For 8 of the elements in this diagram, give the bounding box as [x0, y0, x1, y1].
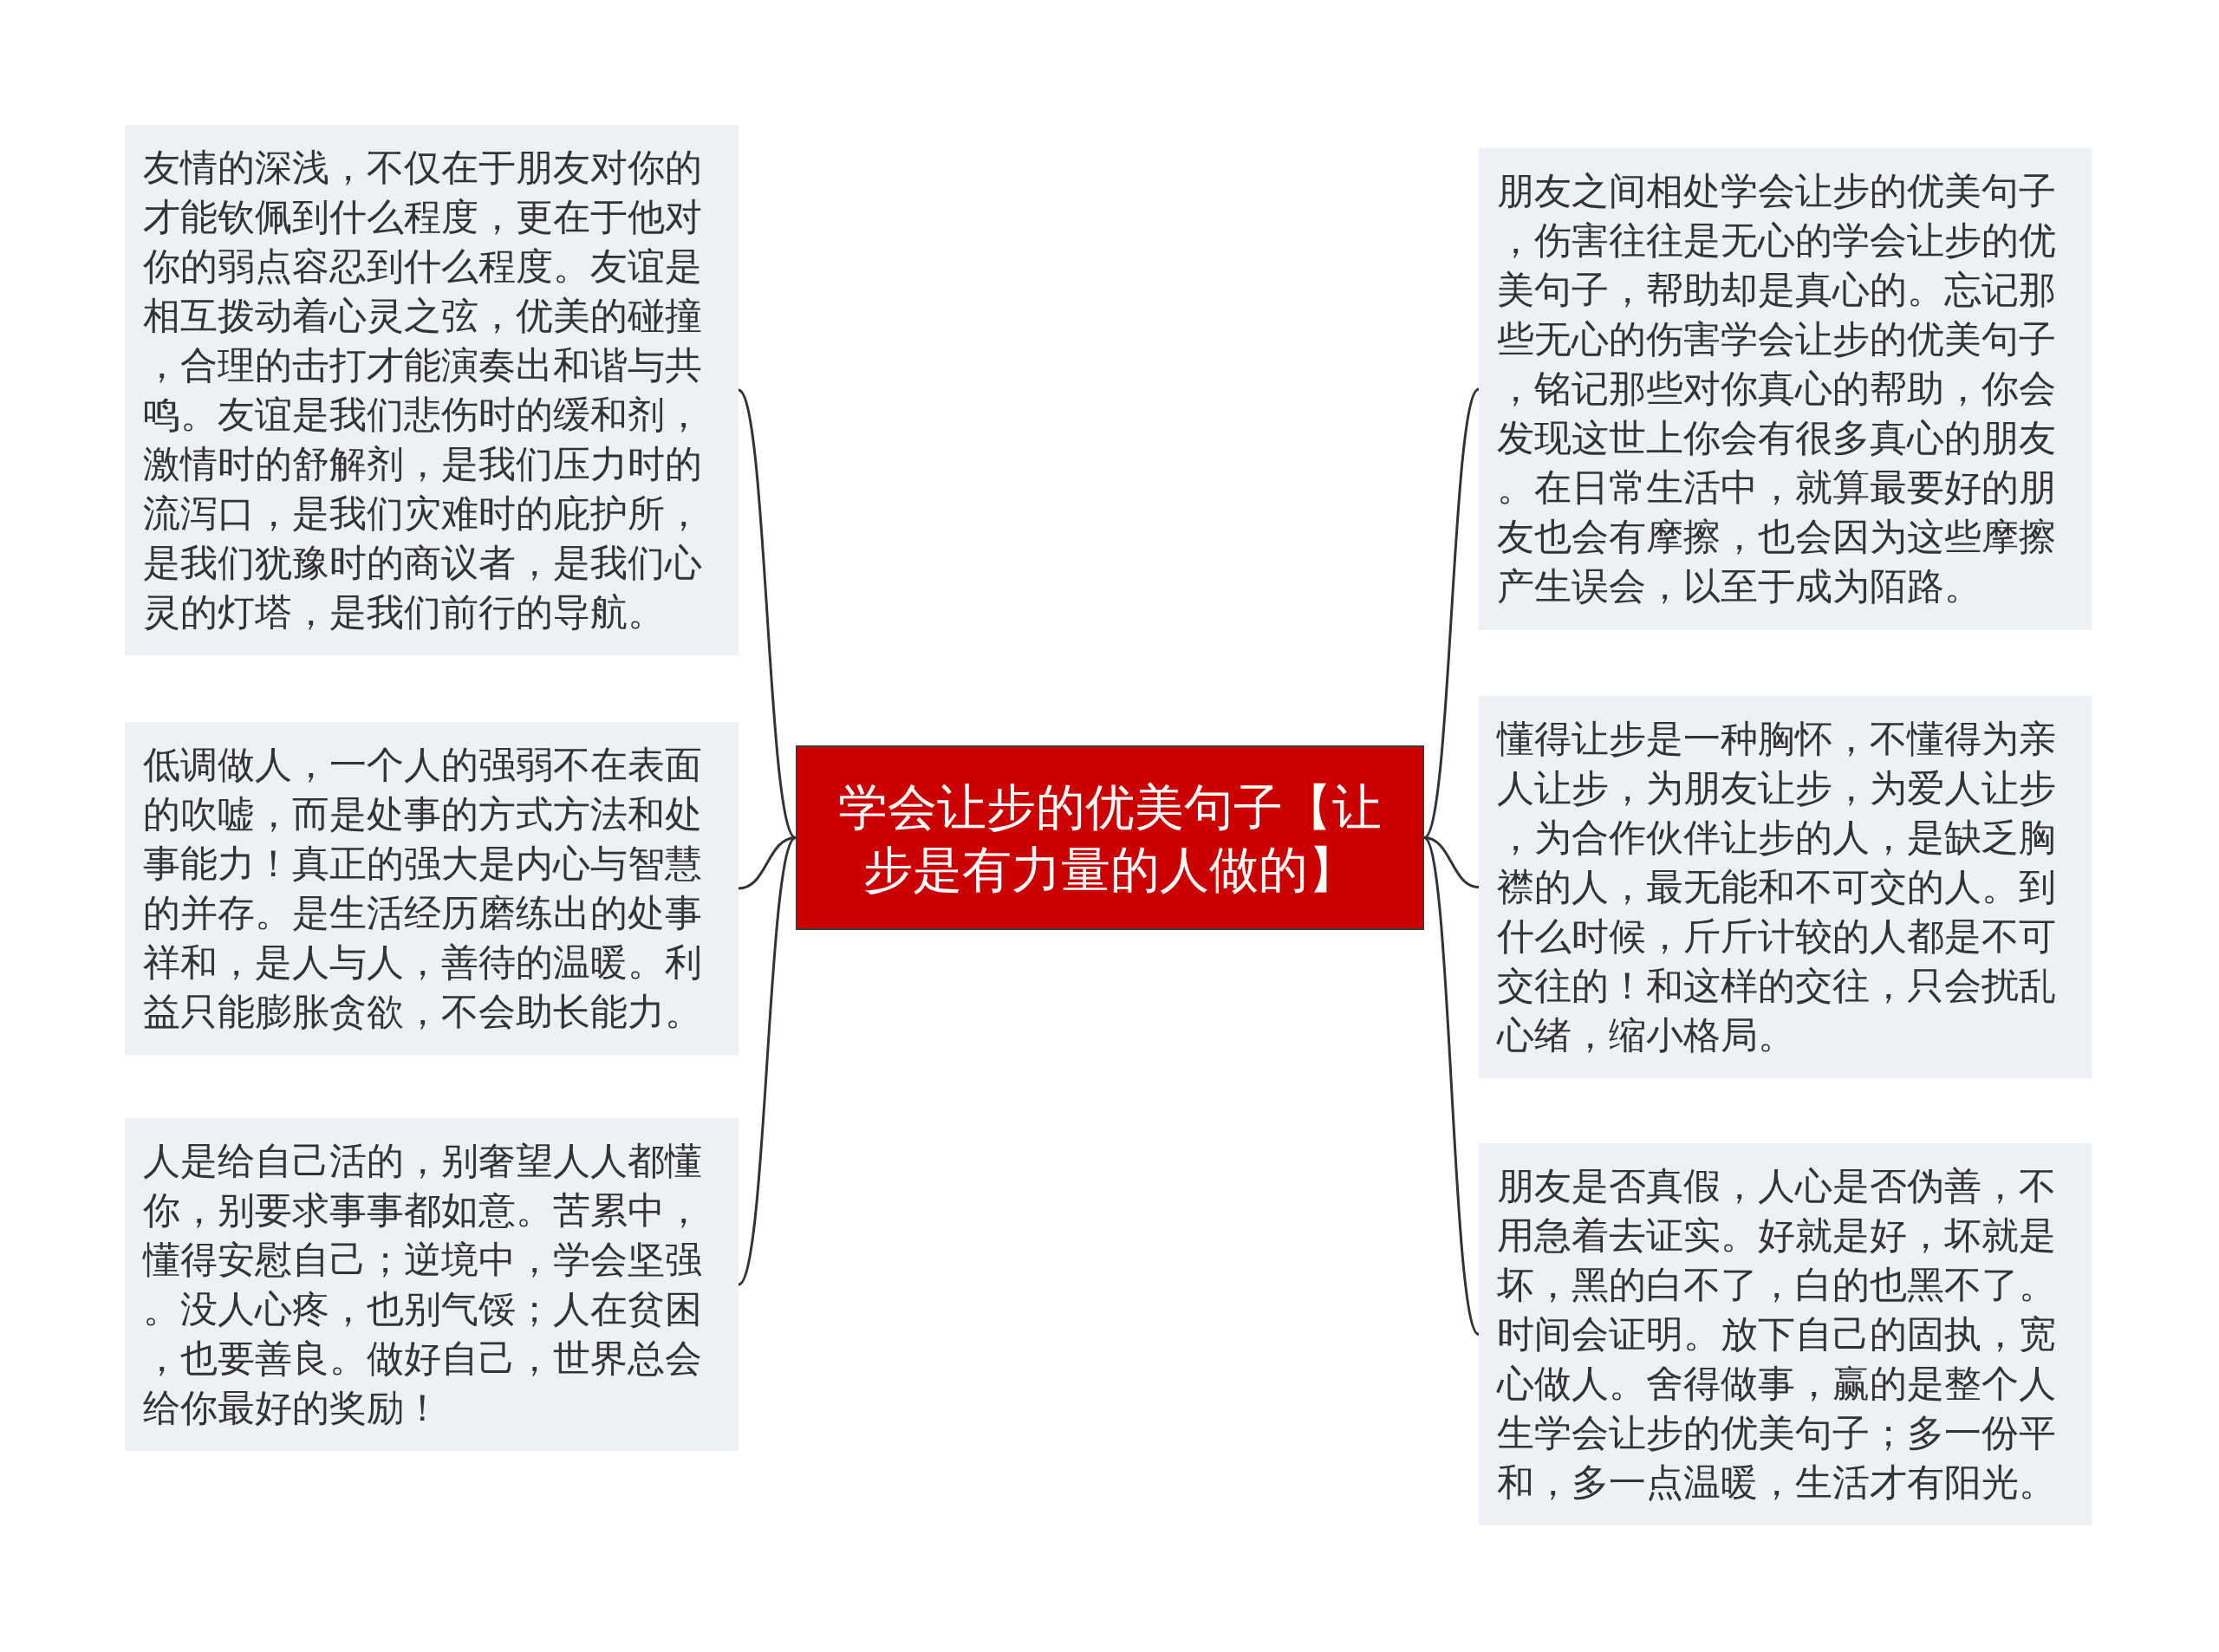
central-topic-box: 学会让步的优美句子【让步是有力量的人做的】 — [796, 745, 1424, 930]
text-box: 人是给自己活的，别奢望人人都懂你，别要求事事都如意。苦累中，懂得安慰自己；逆境中，学会坚强。没人心疼，也别气馁；人在贫困，也要善良。做好自己，世界总会给你最好的奖励！ — [125, 1118, 739, 1451]
connector-line — [738, 836, 797, 890]
text-box: 友情的深浅，不仅在于朋友对你的才能钦佩到什么程度，更在于他对你的弱点容忍到什么程度。友谊是相互拨动着心灵之弦，优美的碰撞，合理的击打才能演奏出和谐与共鸣。友谊是我们悲伤时的缓和剂，激情时的舒解剂，是我们压力时的流泻口，是我们灾难时的庇护所，是我们犹豫时的商议者，是我们心灵的灯塔，是我们前行的导航。 — [125, 125, 739, 655]
text-box: 低调做人，一个人的强弱不在表面的吹嘘，而是处事的方式方法和处事能力！真正的强大是内心与智慧的并存。是生活经历磨练出的处事祥和，是人与人，善待的温暖。利益只能膨胀贪欲，不会助长能力。 — [125, 722, 739, 1055]
text-box: 朋友是否真假，人心是否伪善，不用急着去证实。好就是好，坏就是坏，黑的白不了，白的也黑不了。时间会证明。放下自己的固执，宽心做人。舍得做事，赢的是整个人生学会让步的优美句子；多一份平和，多一点温暖，生活才有阳光。 — [1479, 1143, 2092, 1525]
text-box: 懂得让步是一种胸怀，不懂得为亲人让步，为朋友让步，为爱人让步，为合作伙伴让步的人，是缺乏胸襟的人，最无能和不可交的人。到什么时候，斤斤计较的人都是不可交往的！和这样的交往，只会扰乱心绪，缩小格局。 — [1479, 696, 2092, 1078]
text-box: 朋友之间相处学会让步的优美句子，伤害往往是无心的学会让步的优美句子，帮助却是真心的。忘记那些无心的伤害学会让步的优美句子，铭记那些对你真心的帮助，你会发现这世上你会有很多真心的朋友。在日常生活中，就算最要好的朋友也会有摩擦，也会因为这些摩擦产生误会，以至于成为陌路。 — [1479, 148, 2092, 630]
